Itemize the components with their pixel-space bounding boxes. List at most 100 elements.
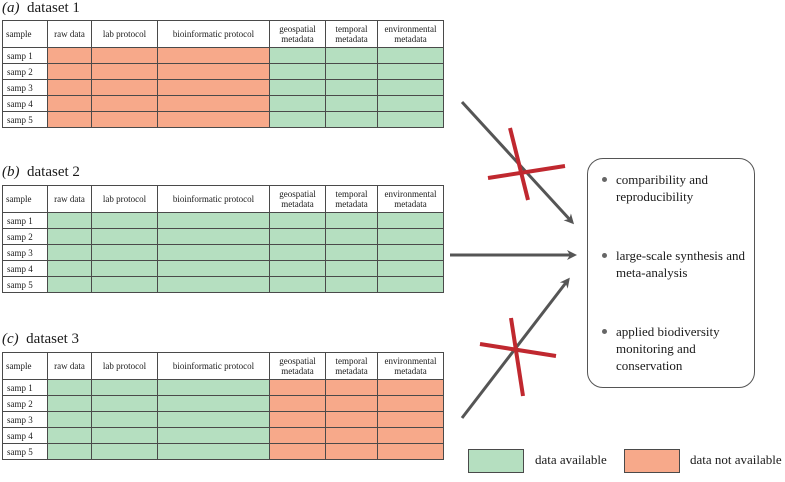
cell-not-available-raw-data [47, 111, 92, 128]
cell-available-lab-protocol [91, 427, 158, 444]
sample-label: samp 5 [2, 276, 48, 293]
cell-available-geospatial-metadata [269, 79, 326, 96]
cell-available-temporal-metadata [325, 79, 378, 96]
outcome-comparability: comparibility and reproducibility [602, 171, 752, 205]
dataset-3-name: dataset 3 [26, 331, 80, 347]
cell-available-environmental-metadata [377, 111, 444, 128]
column-header-temporal-metadata: temporal metadata [325, 352, 378, 380]
sample-label: samp 2 [2, 228, 48, 245]
dataset-3-title: (c) dataset 3 [2, 331, 79, 348]
cell-available-environmental-metadata [377, 244, 444, 261]
cell-not-available-environmental-metadata [377, 395, 444, 412]
dataset-3-panel-label: (c) [2, 331, 19, 347]
cell-not-available-geospatial-metadata [269, 443, 326, 460]
column-header-lab-protocol: lab protocol [91, 185, 158, 213]
bullet-icon [602, 329, 607, 334]
column-header-environmental-metadata: environmental metadata [377, 20, 444, 48]
cell-available-bioinformatic-protocol [157, 276, 270, 293]
cell-not-available-lab-protocol [91, 79, 158, 96]
cell-available-raw-data [47, 427, 92, 444]
column-header-geospatial-metadata: geospatial metadata [269, 352, 326, 380]
cell-available-raw-data [47, 443, 92, 460]
table-row: samp 2 [2, 228, 444, 245]
cross-dataset-3-icon [479, 317, 557, 397]
column-header-temporal-metadata: temporal metadata [325, 20, 378, 48]
outcome-synthesis: large-scale synthesis and meta-analysis [602, 247, 752, 281]
cell-available-geospatial-metadata [269, 95, 326, 112]
cell-available-bioinformatic-protocol [157, 228, 270, 245]
dataset-2-name: dataset 2 [27, 164, 80, 180]
column-header-bioinformatic-protocol: bioinformatic protocol [157, 185, 270, 213]
cell-not-available-bioinformatic-protocol [157, 47, 270, 64]
sample-label: samp 4 [2, 427, 48, 444]
cell-available-raw-data [47, 244, 92, 261]
cell-available-environmental-metadata [377, 212, 444, 229]
cell-not-available-lab-protocol [91, 111, 158, 128]
cell-available-environmental-metadata [377, 228, 444, 245]
sample-label: samp 2 [2, 63, 48, 80]
cell-available-raw-data [47, 228, 92, 245]
column-header-raw-data: raw data [47, 185, 92, 213]
legend-swatch-available [468, 449, 524, 473]
bullet-icon [602, 177, 607, 182]
cell-not-available-temporal-metadata [325, 411, 378, 428]
cell-not-available-temporal-metadata [325, 379, 378, 396]
cell-not-available-bioinformatic-protocol [157, 79, 270, 96]
sample-label: samp 1 [2, 212, 48, 229]
sample-label: samp 5 [2, 111, 48, 128]
cell-not-available-environmental-metadata [377, 427, 444, 444]
cell-not-available-temporal-metadata [325, 443, 378, 460]
cell-available-bioinformatic-protocol [157, 379, 270, 396]
cell-available-geospatial-metadata [269, 212, 326, 229]
cell-available-lab-protocol [91, 276, 158, 293]
bullet-icon [602, 253, 607, 258]
column-header-bioinformatic-protocol: bioinformatic protocol [157, 352, 270, 380]
sample-label: samp 1 [2, 47, 48, 64]
cell-available-raw-data [47, 276, 92, 293]
cell-available-temporal-metadata [325, 276, 378, 293]
cell-available-geospatial-metadata [269, 276, 326, 293]
cell-available-geospatial-metadata [269, 47, 326, 64]
dataset-1-name: dataset 1 [27, 0, 80, 16]
cell-available-raw-data [47, 212, 92, 229]
table-row: samp 1 [2, 47, 444, 64]
dataset-1-title: (a) dataset 1 [2, 0, 80, 17]
legend-label-available: data available [535, 452, 607, 467]
sample-label: samp 4 [2, 95, 48, 112]
cell-available-temporal-metadata [325, 244, 378, 261]
column-header-geospatial-metadata: geospatial metadata [269, 185, 326, 213]
cell-available-raw-data [47, 379, 92, 396]
column-header-lab-protocol: lab protocol [91, 352, 158, 380]
cell-available-bioinformatic-protocol [157, 244, 270, 261]
cross-dataset-1-icon [487, 127, 566, 201]
dataset-2-panel-label: (b) [2, 164, 20, 180]
cell-available-lab-protocol [91, 379, 158, 396]
column-header-geospatial-metadata: geospatial metadata [269, 20, 326, 48]
cell-available-lab-protocol [91, 443, 158, 460]
legend-label-not-available: data not available [690, 452, 782, 467]
outcomes-box: comparibility and reproducibility large-… [587, 158, 755, 388]
dataset-2-title: (b) dataset 2 [2, 164, 80, 181]
cell-available-environmental-metadata [377, 276, 444, 293]
cell-not-available-environmental-metadata [377, 443, 444, 460]
cell-not-available-raw-data [47, 63, 92, 80]
cell-available-environmental-metadata [377, 260, 444, 277]
cell-available-environmental-metadata [377, 95, 444, 112]
table-row: samp 5 [2, 111, 444, 128]
column-header-sample: sample [2, 185, 48, 213]
table-row: samp 4 [2, 427, 444, 444]
cell-not-available-temporal-metadata [325, 427, 378, 444]
column-header-bioinformatic-protocol: bioinformatic protocol [157, 20, 270, 48]
cell-available-temporal-metadata [325, 111, 378, 128]
table-row: samp 4 [2, 95, 444, 112]
cell-available-geospatial-metadata [269, 111, 326, 128]
sample-label: samp 3 [2, 411, 48, 428]
cell-available-lab-protocol [91, 244, 158, 261]
dataset-1-panel-label: (a) [2, 0, 20, 16]
cell-available-bioinformatic-protocol [157, 443, 270, 460]
sample-label: samp 3 [2, 79, 48, 96]
